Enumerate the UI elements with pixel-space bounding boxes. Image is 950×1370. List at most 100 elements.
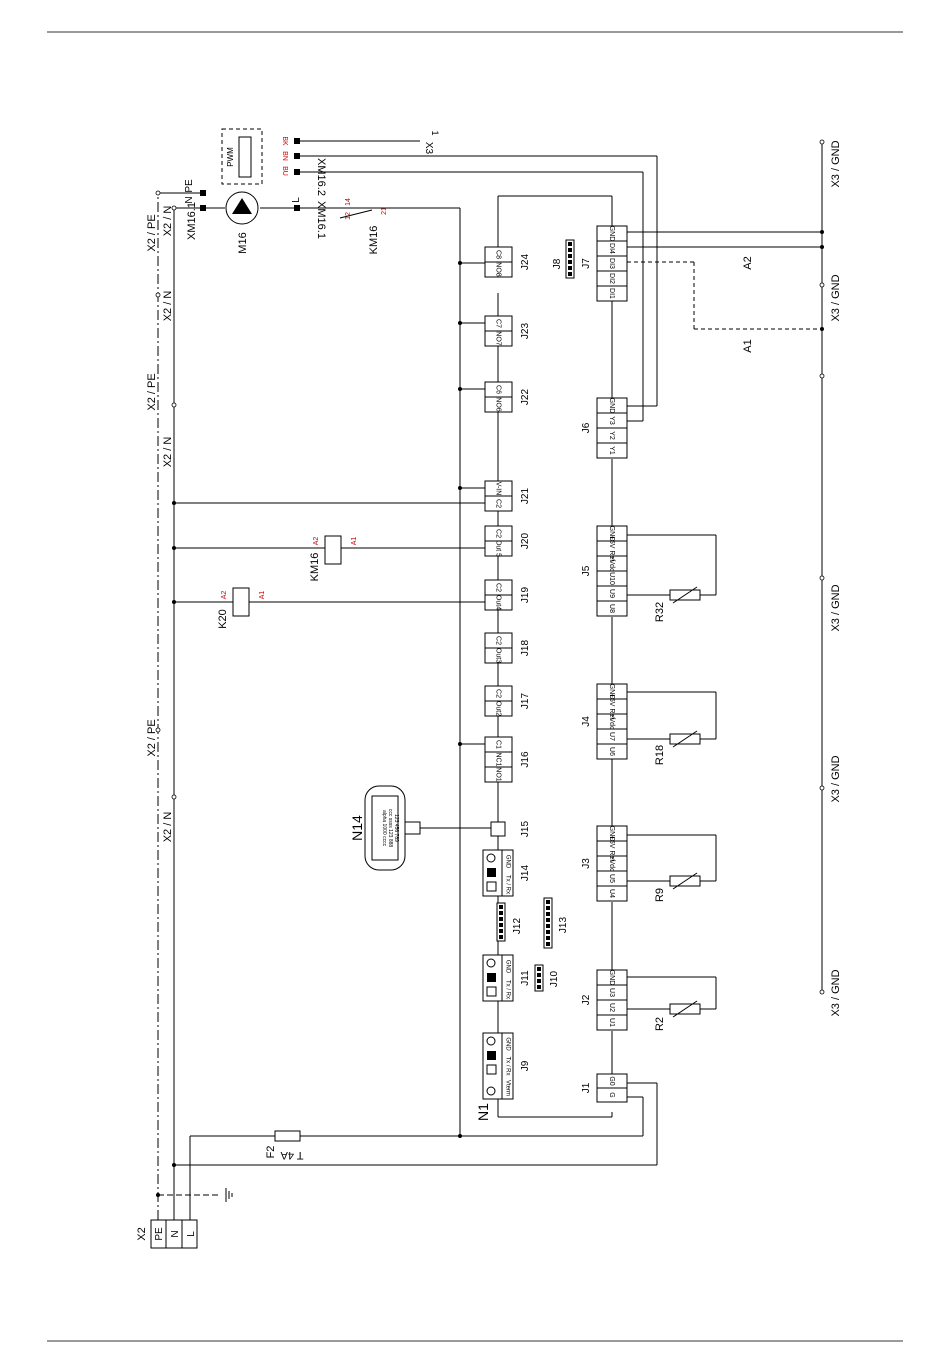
connector-label: J7	[581, 258, 592, 269]
pin-label: C2	[495, 689, 502, 698]
header-label: J12	[512, 918, 523, 935]
fuse-rating: T 4A	[280, 1149, 304, 1161]
pin-label: NO1	[495, 767, 502, 782]
pin-label: +Vdc	[608, 855, 615, 872]
signal-a1: A1	[742, 339, 754, 352]
bus-label-n: X2 / N	[162, 291, 174, 322]
sensor-r18: R18	[654, 730, 701, 765]
pin-label: DI1	[608, 288, 615, 299]
pin-label: GND	[608, 226, 615, 242]
terminal-block-x2: X2 PE N L	[136, 1219, 198, 1249]
pin-label: DI3	[608, 258, 615, 269]
pin-label: C7	[495, 319, 502, 328]
pin-label: C8	[495, 250, 502, 259]
connector-label: J17	[520, 693, 531, 710]
wire-bn: BN	[281, 151, 288, 161]
connector-label: J5	[581, 565, 592, 576]
fuse-id: F2	[265, 1146, 277, 1159]
wire-bu: BU	[281, 166, 288, 176]
header-label: J13	[558, 917, 569, 934]
connector-label: J4	[581, 716, 592, 727]
signal-a2: A2	[742, 256, 754, 269]
pin-label: U7	[608, 732, 615, 741]
header-j10: J10	[534, 964, 560, 992]
pin-label: C1	[495, 740, 502, 749]
display-line-3: 123 456 789	[393, 814, 399, 842]
terminal-pe: PE	[154, 1227, 165, 1241]
coil-a1: A1	[259, 591, 266, 600]
pump-id: M16	[237, 232, 249, 253]
relay-contact-km16: KM16 12 14 21	[345, 198, 388, 254]
coil-a2: A2	[313, 537, 320, 546]
pin-label: Out3	[495, 648, 502, 663]
connector-label: J3	[581, 858, 592, 869]
header-label: J8	[552, 258, 563, 269]
header-j12: J12	[496, 902, 523, 942]
terminal-n: N	[170, 1230, 181, 1237]
pin-label: Tx / Rx	[504, 1057, 510, 1076]
junction-dots	[156, 230, 824, 1197]
pin-label: C2	[495, 529, 502, 538]
sensor-r9: R9	[654, 872, 701, 902]
connector-label: J19	[520, 587, 531, 604]
hollow-dots	[155, 139, 825, 995]
connector-label: J15	[520, 821, 531, 838]
sensor-label: R9	[654, 888, 666, 902]
wires	[157, 140, 823, 1220]
bus-labels: X2 / PE X2 / N X2 / N X2 / PE X2 / N X2 …	[146, 140, 842, 1016]
pin-label: U9	[608, 589, 615, 598]
connector-label: J14	[520, 865, 531, 882]
relay-id: KM16	[309, 553, 321, 582]
connector-label: J23	[520, 323, 531, 340]
bus-label-pe: X2 / PE	[146, 214, 158, 251]
sensor-r2: R2	[654, 1000, 701, 1031]
connector-label: J6	[581, 422, 592, 433]
pin-label: U2	[608, 1003, 615, 1012]
bus-label-n: X2 / N	[162, 437, 174, 468]
pin-label: GND	[504, 1037, 510, 1051]
contact-pin-14: 14	[345, 198, 352, 206]
pin-label: G	[608, 1092, 615, 1097]
pump-m16: PWM M16 XM16.1 XM16.2 XM16.1 N PE L BK B…	[184, 128, 440, 254]
pin-label: U8	[608, 604, 615, 613]
sensor-label: R18	[654, 745, 666, 765]
pin-label: Y3	[608, 416, 615, 425]
pin-label: NO8	[495, 262, 502, 277]
pin-label: GND	[504, 855, 510, 869]
connector-label: J11	[520, 970, 531, 986]
sensor-label: R2	[654, 1017, 666, 1031]
pin-label: U4	[608, 889, 615, 898]
connector-j15	[490, 821, 506, 837]
bus-label-n: X2 / N	[162, 812, 174, 843]
pin-label: GND	[608, 970, 615, 986]
terminal-block-label: X2	[136, 1227, 148, 1240]
pin-pe: PE	[184, 179, 195, 193]
pin-label: U10	[608, 572, 615, 585]
display-line-2: ccc ssss 123 888	[387, 809, 393, 848]
relay-km16: KM16 A2 A1	[309, 535, 358, 582]
gnd-label: X3 / GND	[830, 584, 842, 631]
bus-label-n: X2 / N	[162, 206, 174, 237]
sensor-label: R32	[654, 602, 666, 622]
connector-label: J22	[520, 389, 531, 406]
fuse-f2: F2 T 4A	[265, 1130, 304, 1161]
bottom-rule	[47, 1340, 903, 1342]
connector-label: J2	[581, 994, 592, 1005]
x3-label: X3	[423, 142, 434, 155]
pump-plug1-alt: XM16.1	[315, 201, 327, 239]
